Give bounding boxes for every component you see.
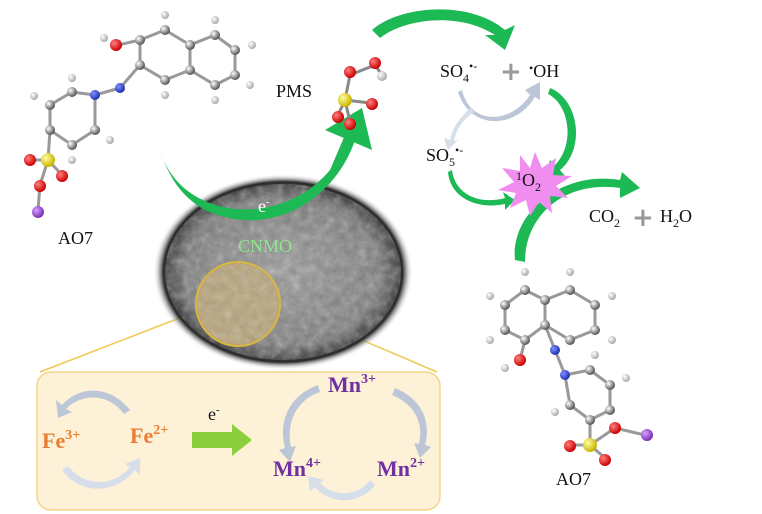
so5-formation-arrow [444, 108, 474, 150]
mn2-label: Mn2+ [377, 456, 425, 481]
ao7-molecule-bottom [486, 268, 653, 466]
pms-activation-arrow [372, 9, 515, 50]
electron-transfer-arrow-inset [192, 424, 252, 456]
catalyst-label: CNMO [238, 236, 292, 256]
electron-label-top: e- [258, 196, 270, 216]
mn-cycle-arrow-right [392, 388, 431, 458]
fe2-label: Fe2+ [130, 423, 168, 448]
co2-label: CO2 [589, 206, 620, 230]
ao7-label-top: AO7 [58, 228, 93, 248]
pms-label: PMS [276, 81, 312, 101]
singlet-oxygen-label: 1O2 [516, 169, 541, 194]
ao7-molecule-top [24, 11, 256, 218]
mn-cycle-arrow-bottom [308, 476, 375, 501]
mn4-label: Mn4+ [273, 456, 321, 481]
plus-icon: + [500, 57, 522, 87]
pms-molecule [332, 57, 387, 130]
hydroxyl-radical-label: •OH [529, 61, 559, 81]
fe-cycle-arrow-bottom [62, 458, 140, 489]
electron-label-inset: e- [208, 404, 220, 424]
so5-to-singlet-arrow [448, 170, 515, 210]
oh-to-singlet-arrow [545, 88, 577, 178]
fe3-label: Fe3+ [42, 428, 80, 453]
mn3-label: Mn3+ [328, 372, 376, 397]
radical-cycle-arrow [458, 82, 540, 122]
degradation-arrow [514, 172, 640, 262]
h2o-label: H2O [660, 206, 692, 230]
so5-radical-label: SO5•- [426, 143, 463, 169]
fe-cycle-arrow-top [56, 390, 130, 418]
mn-cycle-arrow-left [279, 385, 320, 462]
sem-particle-image [153, 174, 413, 370]
singlet-oxygen-burst [498, 152, 572, 216]
so4-radical-label: SO4•- [440, 59, 477, 85]
plus-icon: + [632, 203, 654, 233]
ao7-label-bottom: AO7 [556, 469, 591, 489]
